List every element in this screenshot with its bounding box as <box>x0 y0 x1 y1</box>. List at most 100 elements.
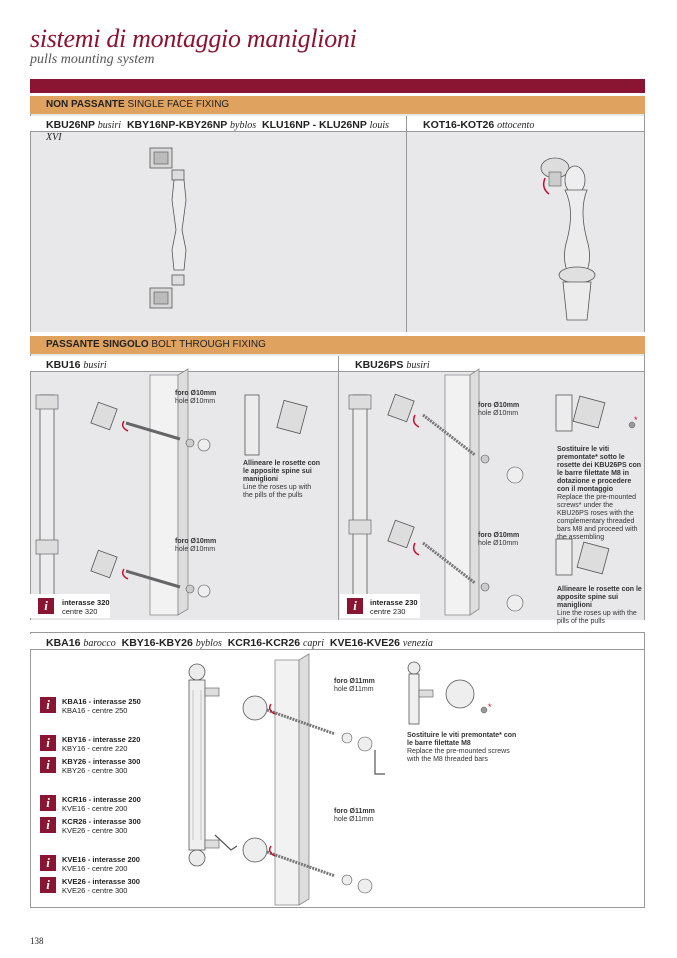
hole-label-it: foro Ø10mm <box>175 390 217 397</box>
info-icon: i <box>40 877 56 893</box>
code-label: KBU26PS <box>355 359 404 371</box>
info-item: KBA16 - interasse 250 KBA16 - centre 250 <box>62 697 141 715</box>
info-icon: i <box>40 817 56 833</box>
panel-head-p2: KOT16-KOT26 ottocento <box>407 116 644 132</box>
panel-divider <box>406 116 407 332</box>
code-label: KBY16-KBY26 <box>121 637 193 649</box>
style-label: byblos <box>195 638 222 649</box>
note-en: Line the roses up with the pills of the … <box>557 610 637 625</box>
panel-head-p3: KBU16 busiri <box>30 356 338 372</box>
bolt-through-diagram-kbu16 <box>35 368 308 616</box>
code-label: KLU16NP - KLU26NP <box>262 119 367 131</box>
code-label: KBU26NP <box>46 119 95 131</box>
info-it: KCR16 - interasse 200 <box>62 795 141 804</box>
section-bold: PASSANTE SINGOLO <box>46 339 149 350</box>
code-label: KCR16-KCR26 <box>227 637 301 649</box>
info-icon: i <box>40 855 56 871</box>
info-text-p4: interasse 230 centre 230 <box>370 598 418 616</box>
hole-note-2: foro Ø10mm hole Ø10mm <box>478 532 519 548</box>
code-label: KBY16NP-KBY26NP <box>126 119 228 131</box>
info-item: KBY16 - interasse 220 KBY16 - centre 220 <box>62 735 140 753</box>
hole-label-it: foro Ø11mm <box>334 678 375 685</box>
info-item: KCR26 - interasse 300 KVE26 - centre 300 <box>62 817 141 835</box>
hole-note-1: foro Ø10mm hole Ø10mm <box>478 402 519 418</box>
hole-label-it: foro Ø11mm <box>334 808 375 815</box>
info-it: KBY26 - interasse 300 <box>62 757 141 766</box>
bolt-through-diagram-classic <box>188 653 385 906</box>
info-it: interasse 230 <box>370 598 418 607</box>
info-en: KBY26 - centre 300 <box>62 766 128 775</box>
hole-label-it: foro Ø10mm <box>175 538 217 545</box>
style-label: louis XVI <box>46 120 390 143</box>
info-icon: i <box>40 795 56 811</box>
info-text-p3: interasse 320 centre 320 <box>62 598 110 616</box>
alignment-note: Allineare le rosette con le apposite spi… <box>557 586 645 626</box>
screw-replacement-illustration: * <box>407 661 492 725</box>
hole-label-it: foro Ø10mm <box>478 402 520 409</box>
rose-alignment-illustration <box>555 538 610 576</box>
info-it: KBY16 - interasse 220 <box>62 735 141 744</box>
info-en: KBA16 - centre 250 <box>62 706 128 715</box>
style-label: busiri <box>83 360 107 371</box>
info-en: centre 230 <box>370 607 406 616</box>
hole-label-en: hole Ø10mm <box>478 540 519 547</box>
note-it: Allineare le rosette con le apposite spi… <box>243 460 321 483</box>
info-icon: i <box>347 598 363 614</box>
code-label: KVE16-KVE26 <box>329 637 400 649</box>
screw-replacement-illustration: * <box>555 394 638 432</box>
info-icon: i <box>38 598 54 614</box>
panel-single-face <box>30 114 645 332</box>
style-label: ottocento <box>497 120 535 131</box>
style-label: barocco <box>83 638 116 649</box>
info-icon: i <box>40 757 56 773</box>
bottom-rule <box>30 907 645 908</box>
panel-multi-model <box>30 632 645 907</box>
section-bold: NON PASSANTE <box>46 99 125 110</box>
asterisk-marker: * <box>488 702 492 712</box>
info-it: KBA16 - interasse 250 <box>62 697 141 706</box>
style-label: busiri <box>406 360 430 371</box>
hole-label-en: hole Ø10mm <box>175 398 216 405</box>
info-en: centre 320 <box>62 607 98 616</box>
style-label: capri <box>302 638 325 649</box>
code-label: KBA16 <box>46 637 81 649</box>
section-non-passante: NON PASSANTE SINGLE FACE FIXING <box>30 96 645 114</box>
page-subtitle: pulls mounting system <box>30 52 155 67</box>
panel-head-p5: KBA16 barocco KBY16-KBY26 byblos KCR16-K… <box>30 634 644 650</box>
note-en: Replace the pre-mounted screws with the … <box>407 748 510 763</box>
knob-pull-illustration <box>540 157 596 321</box>
asterisk-marker: * <box>634 415 638 425</box>
info-it: interasse 320 <box>62 598 110 607</box>
hole-label-it: foro Ø10mm <box>478 532 520 539</box>
alignment-note: Allineare le rosette con le apposite spi… <box>243 460 321 500</box>
info-icon: i <box>40 735 56 751</box>
style-label: venezia <box>402 638 433 649</box>
info-it: KVE16 - interasse 200 <box>62 855 140 864</box>
info-it: KCR26 - interasse 300 <box>62 817 141 826</box>
header-bar <box>30 79 645 93</box>
panel-head-p4: KBU26PS busiri <box>339 356 644 372</box>
code-label: KBU16 <box>46 359 81 371</box>
pull-handle-illustration <box>149 147 187 309</box>
info-en: KVE26 - centre 300 <box>62 826 128 835</box>
info-en: KVE26 - centre 300 <box>62 886 128 895</box>
panel-divider <box>338 356 339 620</box>
note-it: Sostituire le viti premontate* con le ba… <box>407 732 517 747</box>
style-label: byblos <box>230 120 257 131</box>
info-en: KVE16 - centre 200 <box>62 804 128 813</box>
section-passante: PASSANTE SINGOLO BOLT THROUGH FIXING <box>30 336 645 354</box>
info-item: KBY26 - interasse 300 KBY26 - centre 300 <box>62 757 140 775</box>
info-item: KVE26 - interasse 300 KVE26 - centre 300 <box>62 877 140 895</box>
note-it: Sostituire le viti premontate* sotto le … <box>557 446 642 493</box>
screw-note: Sostituire le viti premontate* sotto le … <box>557 446 645 542</box>
bolt-through-diagram-kbu26ps <box>348 368 524 616</box>
hole-label-en: hole Ø11mm <box>334 686 374 693</box>
note-it: Allineare le rosette con le apposite spi… <box>557 586 642 609</box>
info-en: KBY16 - centre 220 <box>62 744 128 753</box>
page-title: sistemi di montaggio maniglioni <box>30 24 357 53</box>
note-en: Line the roses up with the pills of the … <box>243 484 312 499</box>
section-text: BOLT THROUGH FIXING <box>151 339 266 350</box>
info-icon: i <box>40 697 56 713</box>
hole-label-en: hole Ø10mm <box>478 410 519 417</box>
hole-label-en: hole Ø10mm <box>175 546 216 553</box>
